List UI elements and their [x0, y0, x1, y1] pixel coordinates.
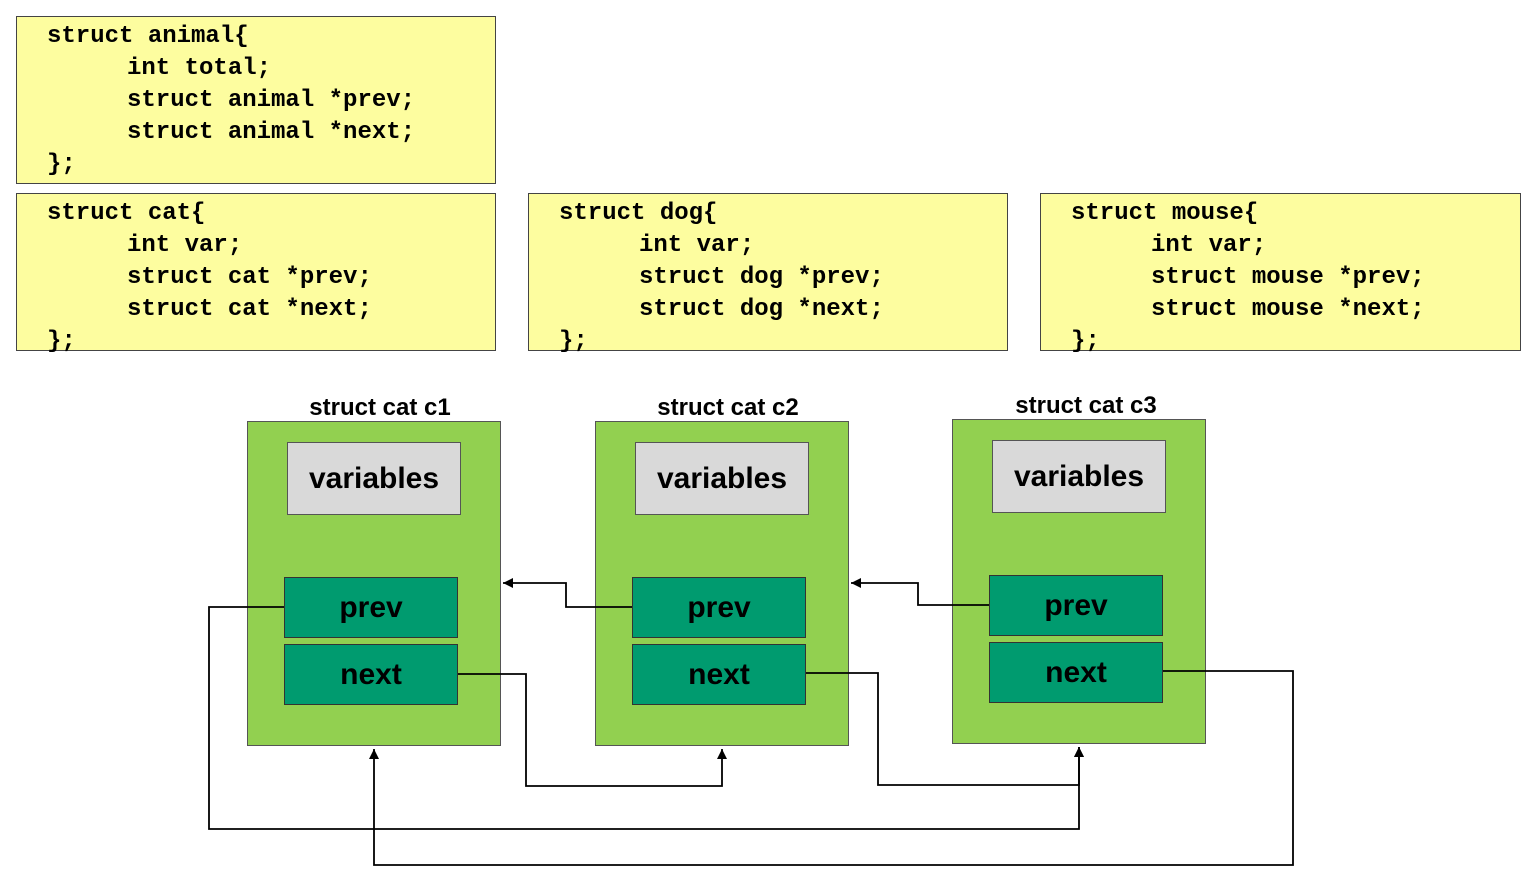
code-line: struct animal *next;	[127, 119, 416, 146]
code-line: struct dog *prev;	[639, 264, 884, 291]
next-field-c2: next	[632, 644, 806, 705]
link-c2-next-to-c3	[806, 672, 1084, 786]
link-c1-prev-to-c3	[208, 606, 1084, 830]
code-line: struct mouse{	[1071, 200, 1259, 227]
code-line: struct animal *prev;	[127, 87, 416, 114]
code-line: struct cat *next;	[127, 296, 372, 323]
node-title-c1: struct cat c1	[309, 394, 451, 421]
code-block-cat: struct cat{ int var; struct cat *prev; s…	[16, 193, 496, 355]
link-c3-next-to-c1	[369, 670, 1294, 866]
code-block-dog: struct dog{ int var; struct dog *prev; s…	[528, 193, 1008, 355]
prev-field-c3: prev	[989, 575, 1163, 636]
code-line: struct mouse *next;	[1151, 296, 1425, 323]
variables-box-c3: variables	[992, 440, 1166, 513]
code-line: int var;	[1151, 232, 1267, 259]
code-line: };	[47, 151, 76, 178]
code-line: int var;	[639, 232, 755, 259]
node-title-c2: struct cat c2	[657, 394, 799, 421]
node-title-c3: struct cat c3	[1015, 392, 1157, 419]
next-field-c3: next	[989, 642, 1163, 703]
prev-field-c1: prev	[284, 577, 458, 638]
code-line: struct mouse *prev;	[1151, 264, 1425, 291]
code-line: int var;	[127, 232, 243, 259]
code-line: struct dog *next;	[639, 296, 884, 323]
link-c2-prev-to-c1	[503, 578, 632, 608]
variables-box-c1: variables	[287, 442, 461, 515]
code-line: };	[559, 328, 588, 355]
link-c3-prev-to-c2	[851, 578, 989, 606]
code-block-mouse: struct mouse{ int var; struct mouse *pre…	[1040, 193, 1521, 355]
code-line: struct dog{	[559, 200, 718, 227]
code-line: struct cat{	[47, 200, 206, 227]
code-line: };	[1071, 328, 1100, 355]
prev-field-c2: prev	[632, 577, 806, 638]
link-c1-next-to-c2	[458, 673, 727, 787]
code-line: };	[47, 328, 76, 355]
variables-box-c2: variables	[635, 442, 809, 515]
code-line: int total;	[127, 55, 272, 82]
next-field-c1: next	[284, 644, 458, 705]
code-line: struct animal{	[47, 23, 249, 50]
code-block-animal: struct animal{ int total; struct animal …	[16, 16, 496, 184]
code-line: struct cat *prev;	[127, 264, 372, 291]
